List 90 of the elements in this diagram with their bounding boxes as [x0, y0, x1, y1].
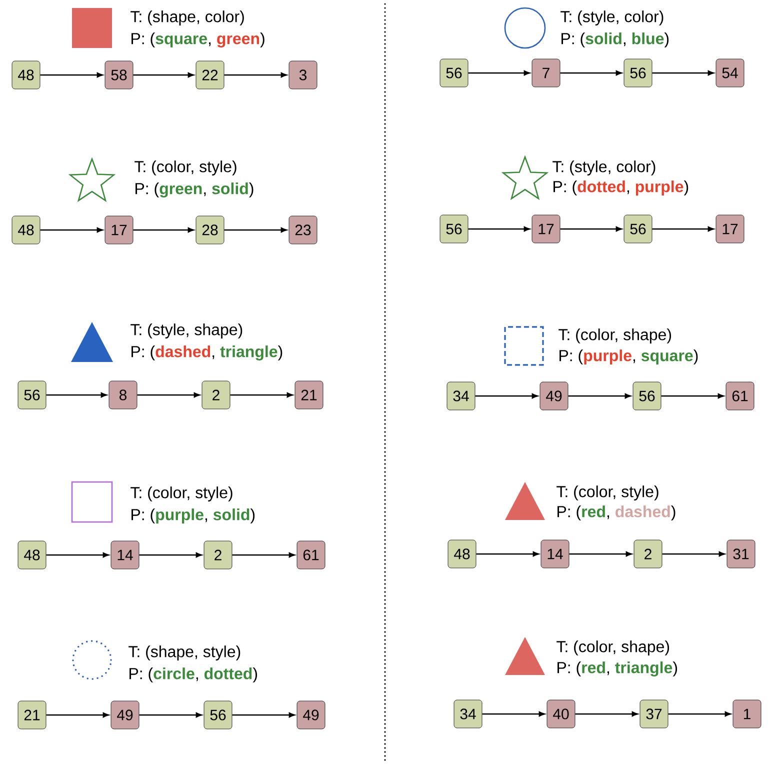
annotation-text: P: (red, dashed) — [558, 506, 676, 520]
annotation-text: P: (red, triangle) — [558, 662, 677, 676]
number-box: 48 — [448, 540, 476, 568]
arrow — [139, 712, 202, 718]
number-box: 22 — [196, 60, 224, 90]
arrow — [468, 226, 530, 232]
arrow — [137, 392, 200, 398]
number-box: 49 — [540, 382, 568, 410]
number-box: 61 — [726, 382, 754, 410]
number-box: 34 — [454, 700, 482, 728]
annotation-text: T: (style, color) — [552, 160, 656, 176]
number-box: 56 — [18, 380, 46, 410]
number-box: 7 — [532, 58, 560, 88]
number-box: 8 — [108, 380, 138, 410]
number-box: 28 — [196, 216, 224, 244]
number-box: 58 — [104, 60, 134, 90]
arrow — [133, 72, 194, 78]
annotation-text: T: (style, color) — [560, 10, 664, 26]
arrow — [662, 551, 725, 557]
annotation-text: T: (color, shape) — [558, 328, 672, 344]
annotation-text: P: (purple, square) — [560, 350, 698, 364]
number-box: 21 — [294, 380, 324, 410]
arrow — [560, 226, 622, 232]
arrow — [568, 393, 631, 399]
arrow — [46, 552, 109, 558]
annotation-text: P: (green, solid) — [136, 182, 254, 198]
number-box: 54 — [716, 58, 744, 88]
number-box: 23 — [288, 216, 318, 244]
number-box: 56 — [624, 214, 652, 244]
number-box: 56 — [204, 700, 232, 730]
number-box: 56 — [440, 58, 468, 88]
arrow — [224, 72, 287, 78]
arrow — [46, 712, 109, 718]
number-box: 2 — [634, 540, 662, 568]
arrow — [468, 70, 530, 76]
number-box: 40 — [546, 700, 576, 728]
arrow — [46, 392, 107, 398]
number-box: 2 — [202, 380, 230, 410]
annotation-text: P: (solid, blue) — [562, 32, 669, 48]
number-box: 17 — [104, 216, 134, 244]
annotation-text: P: (square, green) — [132, 32, 264, 48]
annotation-text: P: (circle, dotted) — [130, 668, 257, 682]
arrow — [668, 711, 731, 717]
arrow — [232, 712, 295, 718]
number-box: 1 — [732, 700, 762, 728]
arrow — [652, 226, 714, 232]
number-box: 37 — [640, 700, 668, 728]
number-box: 48 — [18, 540, 46, 570]
annotation-text: P: (dotted, purple) — [554, 180, 688, 196]
arrow — [475, 393, 538, 399]
number-box: 49 — [110, 700, 140, 730]
annotation-text: T: (style, shape) — [130, 324, 242, 338]
arrow — [482, 711, 545, 717]
annotation-text: T: (shape, style) — [128, 646, 240, 660]
arrow — [230, 392, 293, 398]
arrow — [652, 70, 714, 76]
number-box: 3 — [288, 60, 318, 90]
arrow — [139, 552, 202, 558]
number-box: 14 — [110, 540, 140, 570]
number-box: 31 — [726, 540, 756, 568]
number-box: 17 — [716, 214, 744, 244]
number-box: 56 — [632, 382, 662, 410]
annotation-text: T: (color, style) — [134, 160, 236, 176]
annotation-text: T: (color, style) — [130, 486, 232, 502]
number-box: 34 — [446, 382, 476, 410]
arrow — [575, 711, 638, 717]
annotation-text: T: (color, shape) — [556, 640, 670, 656]
arrow — [133, 227, 194, 233]
annotation-text: T: (shape, color) — [130, 10, 244, 26]
arrow — [224, 227, 287, 233]
arrow — [40, 227, 103, 233]
arrow — [40, 72, 103, 78]
arrow — [476, 551, 539, 557]
number-box: 14 — [540, 540, 570, 568]
arrow — [232, 552, 295, 558]
number-box: 17 — [532, 214, 560, 244]
number-box: 56 — [624, 58, 652, 88]
arrow — [560, 70, 622, 76]
number-box: 56 — [440, 214, 468, 244]
number-box: 48 — [12, 60, 40, 90]
number-box: 21 — [18, 700, 46, 730]
annotation-text: P: (dashed, triangle) — [132, 346, 282, 360]
arrow — [661, 393, 724, 399]
number-box: 61 — [296, 540, 326, 570]
number-box: 2 — [204, 540, 232, 570]
number-box: 48 — [12, 216, 40, 244]
arrow — [569, 551, 632, 557]
number-box: 49 — [296, 700, 326, 730]
annotation-text: P: (purple, solid) — [132, 508, 255, 524]
annotation-text: T: (color, style) — [556, 486, 658, 500]
